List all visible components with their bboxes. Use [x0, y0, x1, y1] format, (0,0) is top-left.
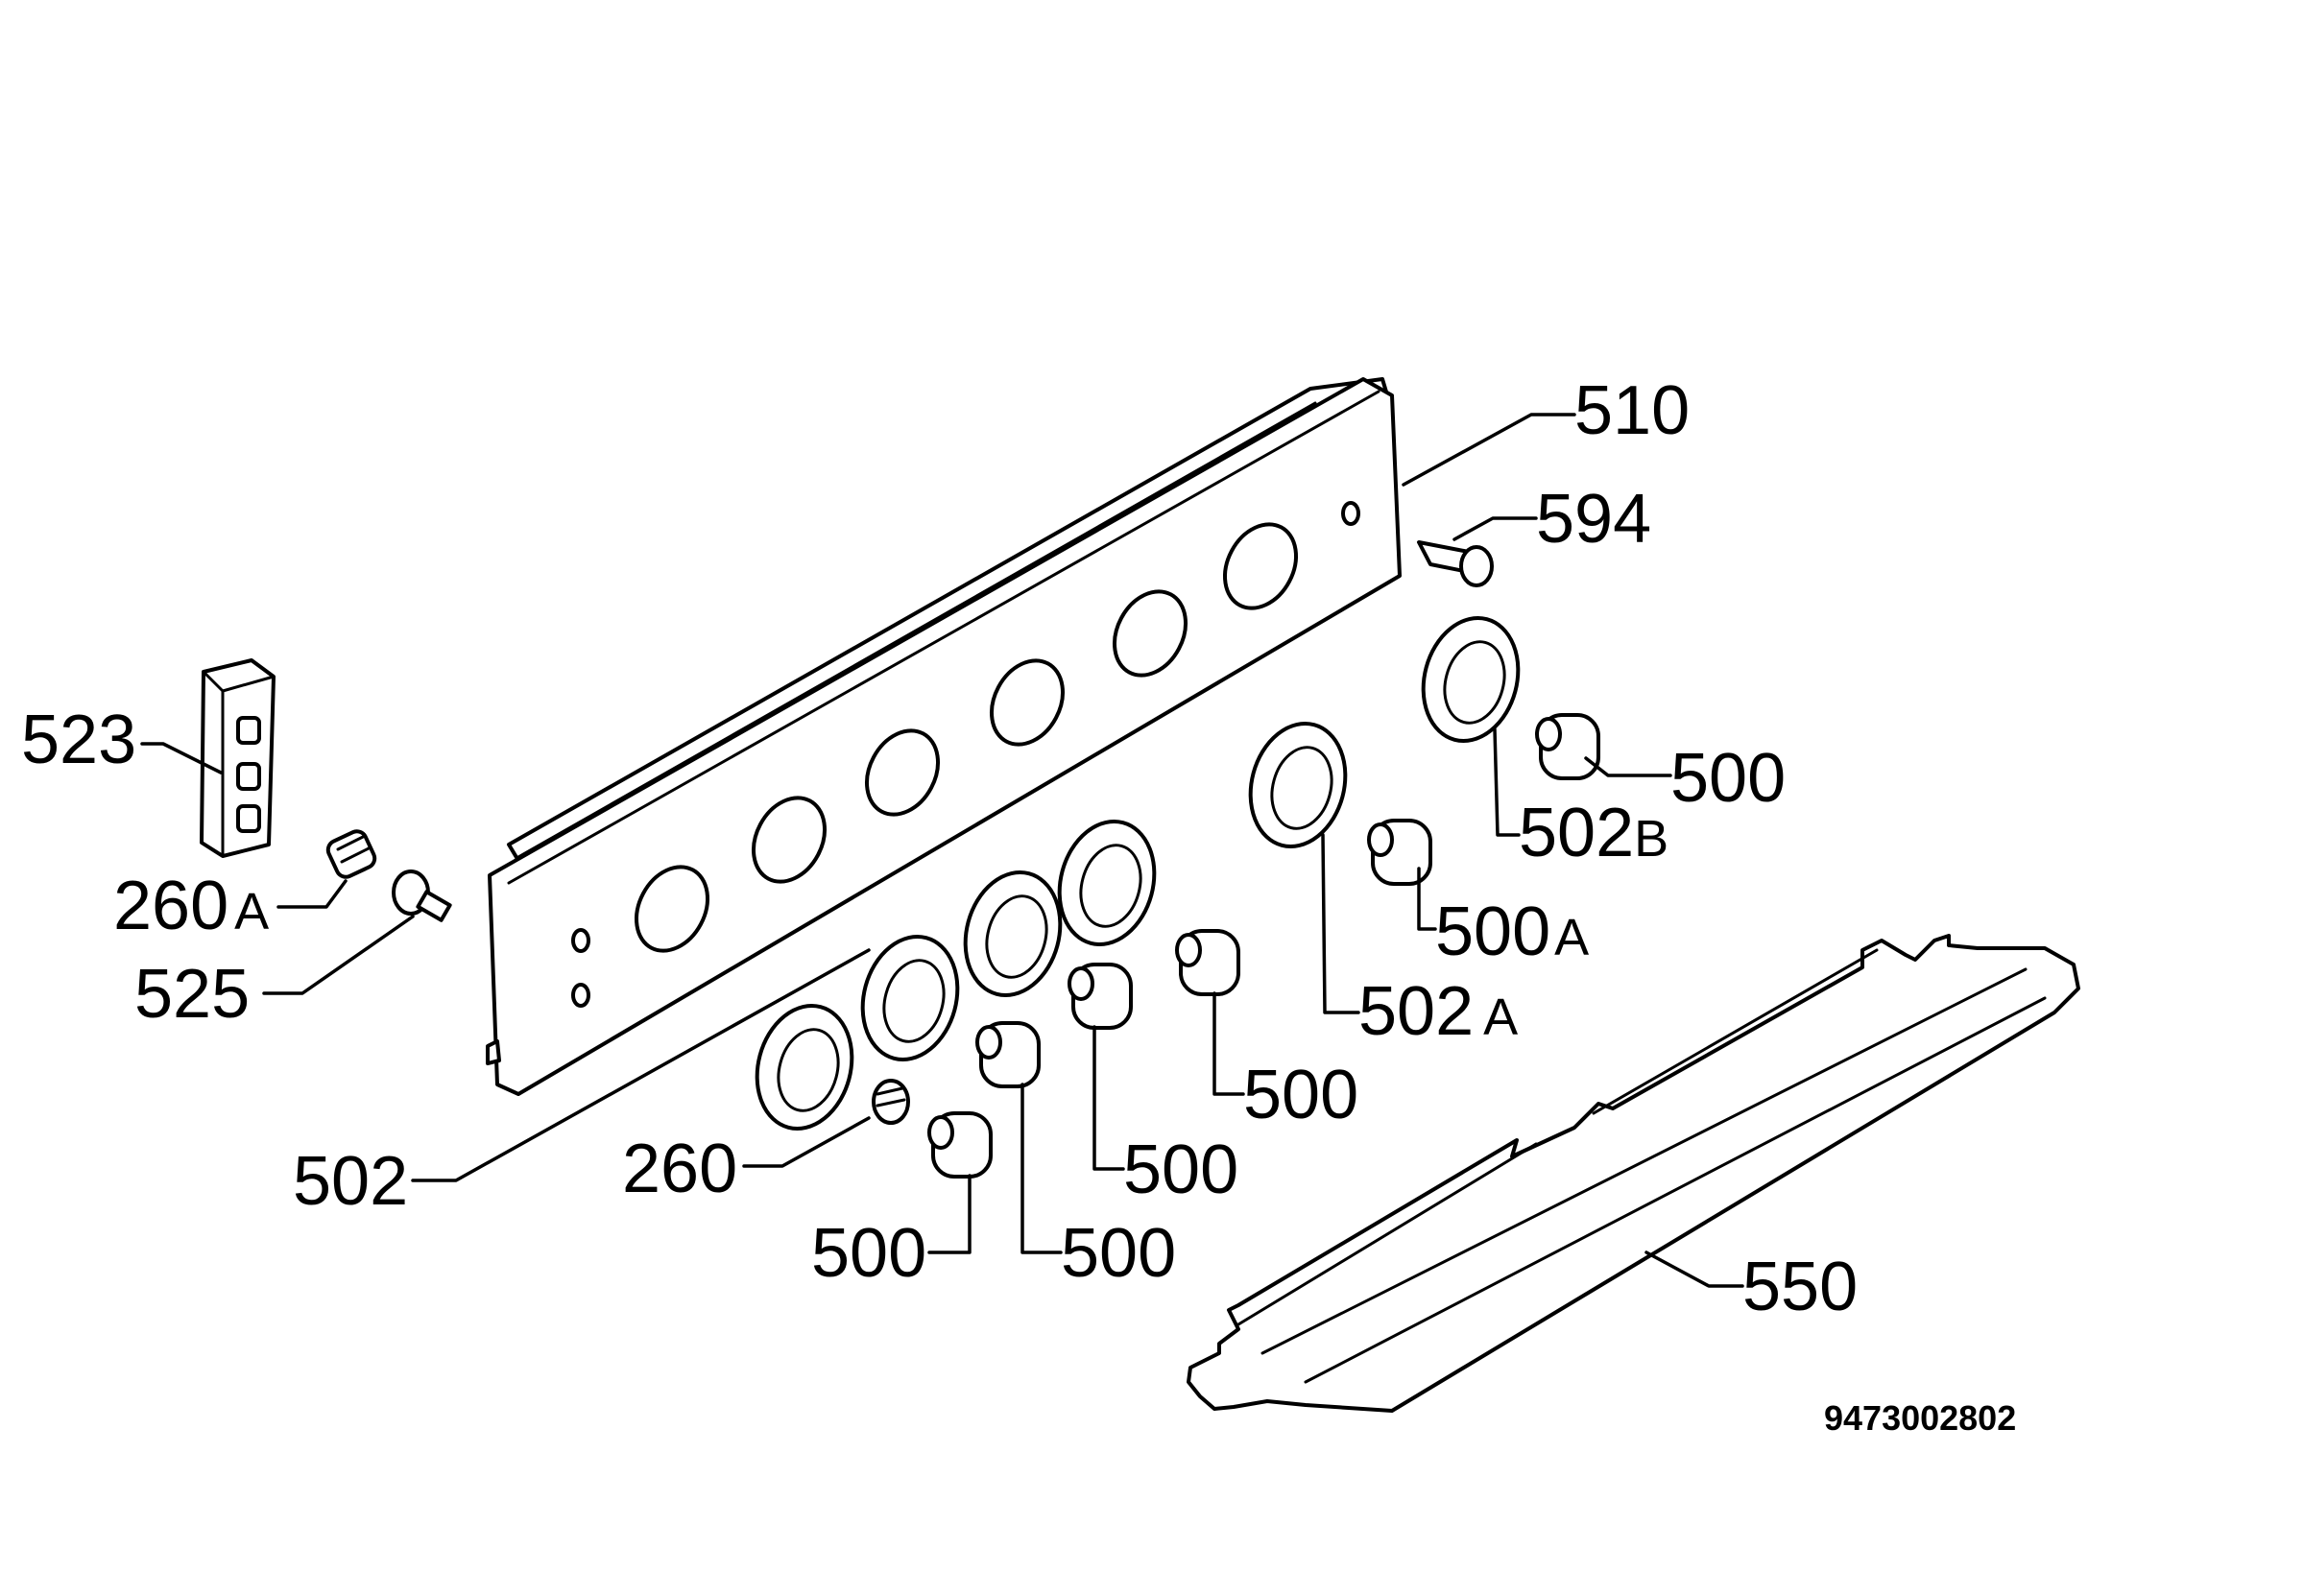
- label-502B: 502B: [1519, 795, 1668, 871]
- spring-260A: [325, 829, 377, 879]
- spring-260: [872, 1079, 910, 1125]
- knob-500A: [1367, 819, 1432, 886]
- bezel-rings-502: [755, 819, 1157, 1131]
- drawing-number: 9473002802: [1824, 1398, 2016, 1438]
- label-260: 260: [622, 1131, 737, 1207]
- label-500-mid-right: 500: [1243, 1057, 1358, 1133]
- label-500-right: 500: [1670, 740, 1786, 817]
- bracket-523: [200, 658, 276, 858]
- label-500-mid: 500: [1123, 1131, 1238, 1208]
- label-523: 523: [21, 702, 136, 778]
- screw-525: [392, 869, 452, 922]
- label-502: 502: [293, 1143, 408, 1220]
- label-500-bottom-mid: 500: [1061, 1215, 1176, 1292]
- label-500-bottom-left: 500: [811, 1215, 926, 1292]
- label-525: 525: [134, 956, 250, 1033]
- knob-500-right: [1535, 713, 1600, 780]
- knobs-500: [927, 713, 1600, 1179]
- leader-lines: [140, 413, 1744, 1288]
- bezel-502A: [1248, 721, 1348, 849]
- label-594: 594: [1536, 481, 1651, 558]
- knob-500-bottom-mid: [975, 1021, 1041, 1088]
- label-510: 510: [1574, 372, 1690, 449]
- trim-strip-550: [1187, 934, 2080, 1413]
- bezel-502B: [1421, 615, 1521, 744]
- pin-594: [1417, 540, 1494, 587]
- label-500A: 500A: [1435, 893, 1589, 970]
- control-panel-510: [486, 377, 1402, 1096]
- knob-500-bottom-left: [927, 1111, 993, 1179]
- knob-500-mid: [1068, 963, 1133, 1030]
- label-550: 550: [1742, 1249, 1858, 1325]
- knob-500-mid-right: [1175, 929, 1240, 996]
